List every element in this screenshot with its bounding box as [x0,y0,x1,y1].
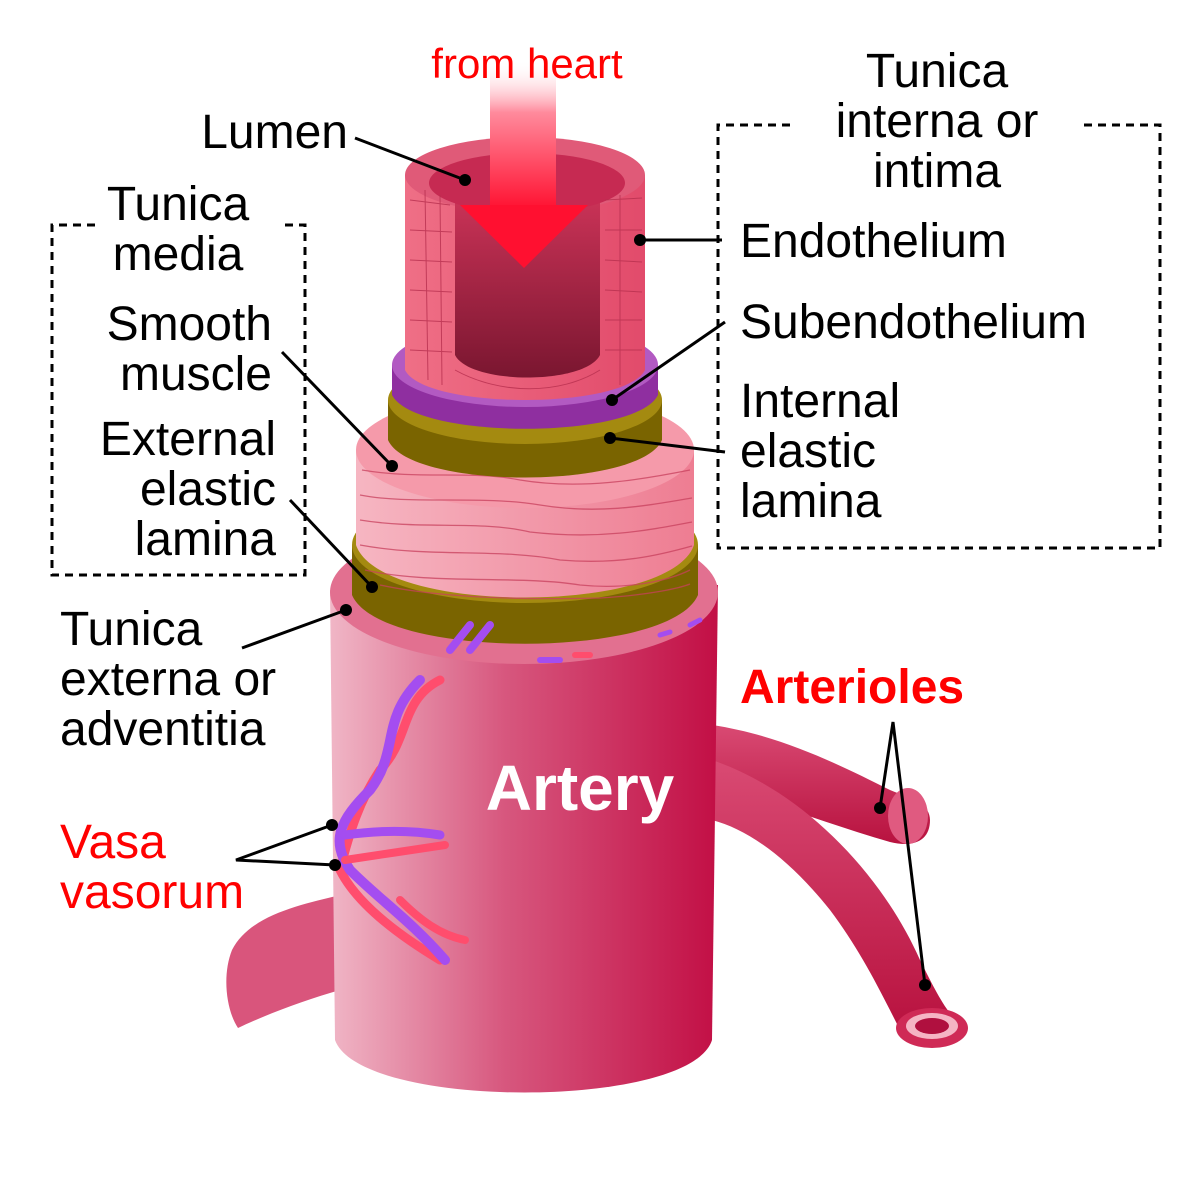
arteriole-upper-end [888,788,928,844]
subendothelium-label: Subendothelium [740,296,1087,349]
arteriole-lower [712,760,960,1030]
svg-text:lamina: lamina [740,475,882,528]
leader-lines [235,136,927,986]
vasa-vasorum-vessels [334,617,703,965]
svg-text:externa or: externa or [60,653,276,706]
leader-dots [326,174,931,991]
svg-text:vasorum: vasorum [60,866,244,919]
endothelium-cell-texture [409,189,643,390]
svg-text:lamina: lamina [135,513,277,566]
arterioles-label: Arterioles [740,661,964,714]
tunica-interna-label: Tunica interna or intima [836,45,1039,198]
external-elastic-lamina-label: External elastic lamina [100,413,276,566]
svg-text:Tunica: Tunica [107,178,250,231]
svg-text:Tunica: Tunica [866,45,1009,98]
svg-text:adventitia: adventitia [60,703,266,756]
down-arrow-icon [460,205,588,268]
endothelium-label: Endothelium [740,215,1007,268]
tunica-externa-cylinder [330,585,718,1093]
flow-arrow-shaft [490,60,556,210]
tunica-media-bracket [50,223,307,577]
vasa-vasorum-label: Vasa vasorum [60,816,244,919]
svg-text:Internal: Internal [740,375,900,428]
svg-text:Smooth: Smooth [107,298,272,351]
svg-text:muscle: muscle [120,348,272,401]
artery-label: Artery [486,752,675,824]
svg-text:media: media [113,228,244,281]
svg-text:Vasa: Vasa [60,816,166,869]
svg-text:External: External [100,413,276,466]
tunica-media-label: Tunica media [107,178,250,281]
svg-text:intima: intima [873,145,1001,198]
svg-text:elastic: elastic [140,463,276,516]
smooth-muscle-texture [359,469,693,600]
arteriole-upper [712,725,930,844]
svg-text:interna or: interna or [836,95,1039,148]
arteriole-lower-lumen [915,1018,949,1034]
svg-text:Tunica: Tunica [60,603,203,656]
tunica-externa-label: Tunica externa or adventitia [60,603,276,756]
internal-elastic-lamina-label: Internal elastic lamina [740,375,900,528]
tunica-interna-bracket [716,123,1162,550]
from-heart-label: from heart [431,40,623,87]
lumen-label: Lumen [201,106,348,159]
svg-text:elastic: elastic [740,425,876,478]
smooth-muscle-label: Smooth muscle [107,298,272,401]
left-branch-vessel [226,895,340,1028]
